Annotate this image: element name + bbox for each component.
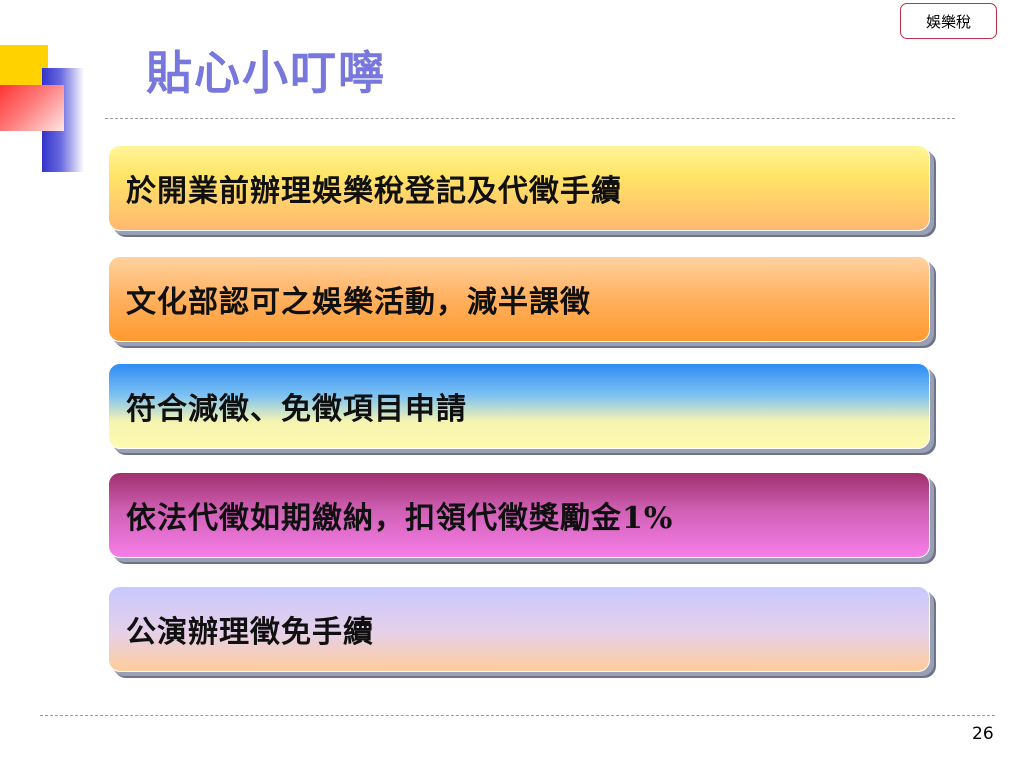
reminder-item-half-tax: 文化部認可之娛樂活動，減半課徵 bbox=[108, 256, 930, 342]
corner-decoration-yellow bbox=[0, 45, 48, 87]
corner-decoration-red bbox=[0, 85, 64, 131]
reminder-item-payment: 依法代徵如期繳納，扣領代徵獎勵金1% bbox=[108, 472, 930, 558]
reminder-item-performance: 公演辦理徵免手續 bbox=[108, 586, 930, 672]
reminder-item-exemption: 符合減徵、免徵項目申請 bbox=[108, 363, 930, 449]
top-divider bbox=[105, 118, 955, 119]
reminder-item-registration: 於開業前辦理娛樂稅登記及代徵手續 bbox=[108, 145, 930, 231]
bottom-divider bbox=[40, 715, 995, 716]
slide-title: 貼心小叮嚀 bbox=[146, 46, 386, 100]
page-number: 26 bbox=[972, 724, 994, 744]
topic-tag: 娛樂稅 bbox=[900, 3, 997, 39]
